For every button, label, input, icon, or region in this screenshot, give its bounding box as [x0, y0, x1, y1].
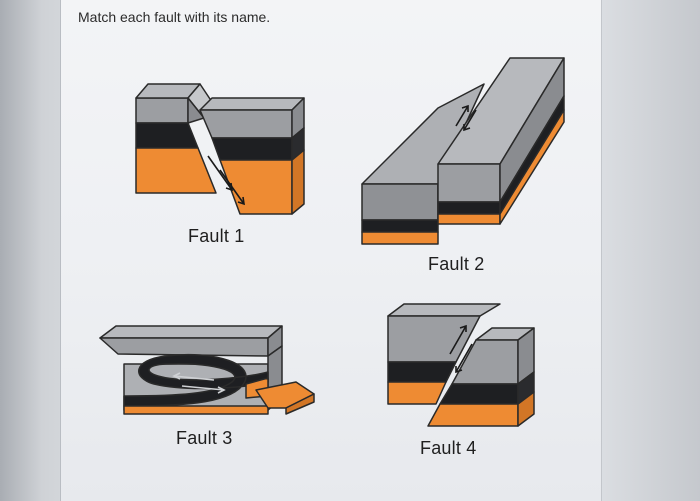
fault-2-label: Fault 2 — [428, 254, 485, 274]
normal-fault-block-icon — [135, 83, 305, 215]
fault-4-label: Fault 4 — [420, 438, 477, 458]
strike-slip-fault-block-icon — [361, 57, 565, 245]
thrust-fault-block-icon — [99, 325, 315, 415]
fault-1-label: Fault 1 — [188, 226, 245, 246]
fault-3-label: Fault 3 — [176, 428, 233, 448]
question-text: Match each fault with its name. — [78, 9, 271, 25]
reverse-fault-block-icon — [387, 303, 535, 427]
